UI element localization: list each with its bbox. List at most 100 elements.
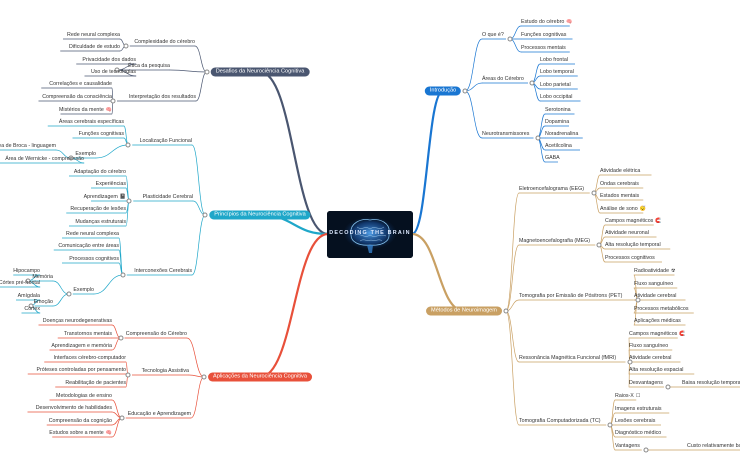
collapse-toggle-icon[interactable] xyxy=(635,297,641,303)
collapse-toggle-icon[interactable] xyxy=(125,372,131,378)
mind-map-node[interactable]: Baixa resolução temporal xyxy=(682,380,740,387)
mind-map-node[interactable]: Interpretação dos resultados xyxy=(129,94,196,101)
mind-map-node[interactable]: Campos magnéticos🧲 xyxy=(629,331,686,338)
mind-map-node[interactable]: Recuperação de lesões xyxy=(70,206,126,213)
mind-map-node[interactable]: GABA xyxy=(545,155,560,162)
mind-map-node[interactable]: Plasticidade Cerebral xyxy=(143,194,193,201)
mind-map-node[interactable]: Córtex xyxy=(24,306,40,313)
mind-map-node[interactable]: Campos magnéticos🧲 xyxy=(605,218,662,225)
mind-map-node[interactable]: Rede neural complexa xyxy=(66,231,119,238)
collapse-toggle-icon[interactable] xyxy=(66,291,72,297)
mind-map-node[interactable]: Aprendizagem📓 xyxy=(84,194,126,201)
mind-map-node[interactable]: Lobo temporal xyxy=(540,69,574,76)
mind-map-node[interactable]: Processos cognitivos xyxy=(605,255,655,262)
mind-map-node[interactable]: Eletroencefalograma (EEG) xyxy=(519,186,584,193)
mind-map-node[interactable]: Dificuldade de estudo xyxy=(69,44,120,51)
mind-map-node[interactable]: Adaptação do cérebro xyxy=(74,169,126,176)
main-branch-aplicacoes[interactable]: Aplicações da Neurociência Cognitiva xyxy=(208,372,312,382)
mind-map-node[interactable]: Alta resolução temporal xyxy=(605,242,661,249)
mind-map-node[interactable]: Imagens estruturais xyxy=(615,406,662,413)
main-branch-metodos[interactable]: Métodos de Neuroimagem xyxy=(426,306,502,316)
mind-map-node[interactable]: Dopamina xyxy=(545,119,569,126)
collapse-toggle-icon[interactable] xyxy=(119,415,125,421)
mind-map-node[interactable]: Rede neural complexa xyxy=(67,32,120,39)
mind-map-node[interactable]: Acetilcolina xyxy=(545,143,572,150)
branch-toggle-icon[interactable] xyxy=(204,69,210,75)
mind-map-node[interactable]: Estados mentais xyxy=(600,193,639,200)
branch-toggle-icon[interactable] xyxy=(462,88,468,94)
collapse-toggle-icon[interactable] xyxy=(596,242,602,248)
mind-map-node[interactable]: Vantagens xyxy=(615,443,640,450)
mind-map-node[interactable]: Tomografia Computadorizada (TC) xyxy=(519,418,601,425)
mind-map-node[interactable]: Comunicação entre áreas xyxy=(58,243,119,250)
main-branch-principios[interactable]: Princípios da Neurociência Cognitiva xyxy=(209,210,311,220)
collapse-toggle-icon[interactable] xyxy=(627,359,632,365)
collapse-toggle-icon[interactable] xyxy=(110,98,116,104)
mind-map-node[interactable]: Diagnóstico médico xyxy=(615,430,661,437)
branch-toggle-icon[interactable] xyxy=(202,212,208,218)
mind-map-node[interactable]: Doenças neurodegenerativas xyxy=(43,318,112,325)
mind-map-node[interactable]: Fluxo sanguíneo xyxy=(629,343,668,350)
mind-map-node[interactable]: Emoção xyxy=(34,299,53,306)
mind-map-node[interactable]: Lobo parietal xyxy=(540,82,571,89)
mind-map-node[interactable]: Atividade cerebral xyxy=(634,293,676,300)
mind-map-node[interactable]: Compreensão do Cérebro xyxy=(126,331,187,338)
collapse-toggle-icon[interactable] xyxy=(125,142,131,148)
mind-map-node[interactable]: Metodologias de ensino xyxy=(56,393,112,400)
mind-map-node[interactable]: O que é? xyxy=(482,32,504,39)
collapse-toggle-icon[interactable] xyxy=(118,335,123,341)
mind-map-node[interactable]: Aprendizagem e memória xyxy=(51,343,112,350)
mind-map-node[interactable]: Uso de tecnologias xyxy=(91,69,136,76)
collapse-toggle-icon[interactable] xyxy=(607,422,613,428)
mind-map-node[interactable]: Compreensão da cognição xyxy=(49,418,112,425)
mind-map-node[interactable]: Próteses controladas por pensamento xyxy=(36,367,126,374)
mind-map-node[interactable]: Atividade neuronal xyxy=(605,230,649,237)
collapse-toggle-icon[interactable] xyxy=(507,36,513,42)
mind-map-node[interactable]: Desvantagens xyxy=(629,380,663,387)
main-branch-desafios[interactable]: Desafios da Neurociência Cognitiva xyxy=(210,67,310,77)
collapse-toggle-icon[interactable] xyxy=(643,447,649,453)
collapse-toggle-icon[interactable] xyxy=(25,278,31,284)
collapse-toggle-icon[interactable] xyxy=(123,43,129,49)
mind-map-node[interactable]: Análise de sono😴 xyxy=(600,206,646,213)
mind-map-node[interactable]: Tecnologia Assistiva xyxy=(142,368,189,375)
collapse-toggle-icon[interactable] xyxy=(591,190,597,196)
mind-map-node[interactable]: Complexidade do cérebro xyxy=(134,39,195,46)
mind-map-node[interactable]: Exemplo xyxy=(75,151,96,158)
mind-map-node[interactable]: Interconexões Cerebrais xyxy=(134,268,192,275)
mind-map-node[interactable]: Privacidade dos dados xyxy=(82,57,136,64)
mind-map-node[interactable]: Estudo do cérebro🧠 xyxy=(521,19,573,26)
mind-map-node[interactable]: Interfaces cérebro-computador xyxy=(54,355,126,362)
mind-map-node[interactable]: Áreas cerebrais específicas xyxy=(59,119,124,126)
mind-map-node[interactable]: Amígdala xyxy=(18,293,40,300)
mind-map-node[interactable]: Mudanças estruturais xyxy=(75,219,126,226)
mind-map-node[interactable]: Reabilitação de pacientes xyxy=(65,380,126,387)
mind-map-node[interactable]: Estudos sobre a mente🧠 xyxy=(49,430,112,437)
collapse-toggle-icon[interactable] xyxy=(120,272,126,278)
mind-map-node[interactable]: Noradrenalina xyxy=(545,131,578,138)
mind-map-node[interactable]: Atividade cerebral xyxy=(629,355,671,362)
branch-toggle-icon[interactable] xyxy=(201,374,207,380)
mind-map-node[interactable]: Lobo frontal xyxy=(540,57,568,64)
collapse-toggle-icon[interactable] xyxy=(529,80,535,86)
mind-map-node[interactable]: Lesões cerebrais xyxy=(615,418,655,425)
mind-map-node[interactable]: Ética da pesquisa xyxy=(128,63,170,70)
branch-toggle-icon[interactable] xyxy=(503,308,509,314)
mind-map-node[interactable]: Ondas cerebrais xyxy=(600,181,639,188)
collapse-toggle-icon[interactable] xyxy=(114,67,120,73)
mind-map-node[interactable]: Alta resolução espacial xyxy=(629,367,683,374)
mind-map-node[interactable]: Processos mentais xyxy=(521,45,566,52)
collapse-toggle-icon[interactable] xyxy=(126,198,132,204)
mind-map-node[interactable]: Tomografia por Emissão de Pósitrons (PET… xyxy=(519,293,622,300)
mind-map-node[interactable]: Funções cognitivas xyxy=(79,131,124,138)
mind-map-node[interactable]: Funções cognitivas xyxy=(521,32,566,39)
mind-map-node[interactable]: Lobo occipital xyxy=(540,94,572,101)
mind-map-node[interactable]: Radioatividade☢ xyxy=(634,268,676,275)
mind-map-node[interactable]: Transtornos mentais xyxy=(64,331,112,338)
mind-map-node[interactable]: Hipocampo xyxy=(13,268,40,275)
mind-map-node[interactable]: Ressonância Magnética Funcional (fMRI) xyxy=(519,355,616,362)
mind-map-node[interactable]: Educação e Aprendizagem xyxy=(128,411,191,418)
mind-map-node[interactable]: Experiências xyxy=(96,181,126,188)
mind-map-node[interactable]: Processos cognitivos xyxy=(69,256,119,263)
central-topic[interactable]: DECODING THE BRAIN xyxy=(327,211,413,258)
